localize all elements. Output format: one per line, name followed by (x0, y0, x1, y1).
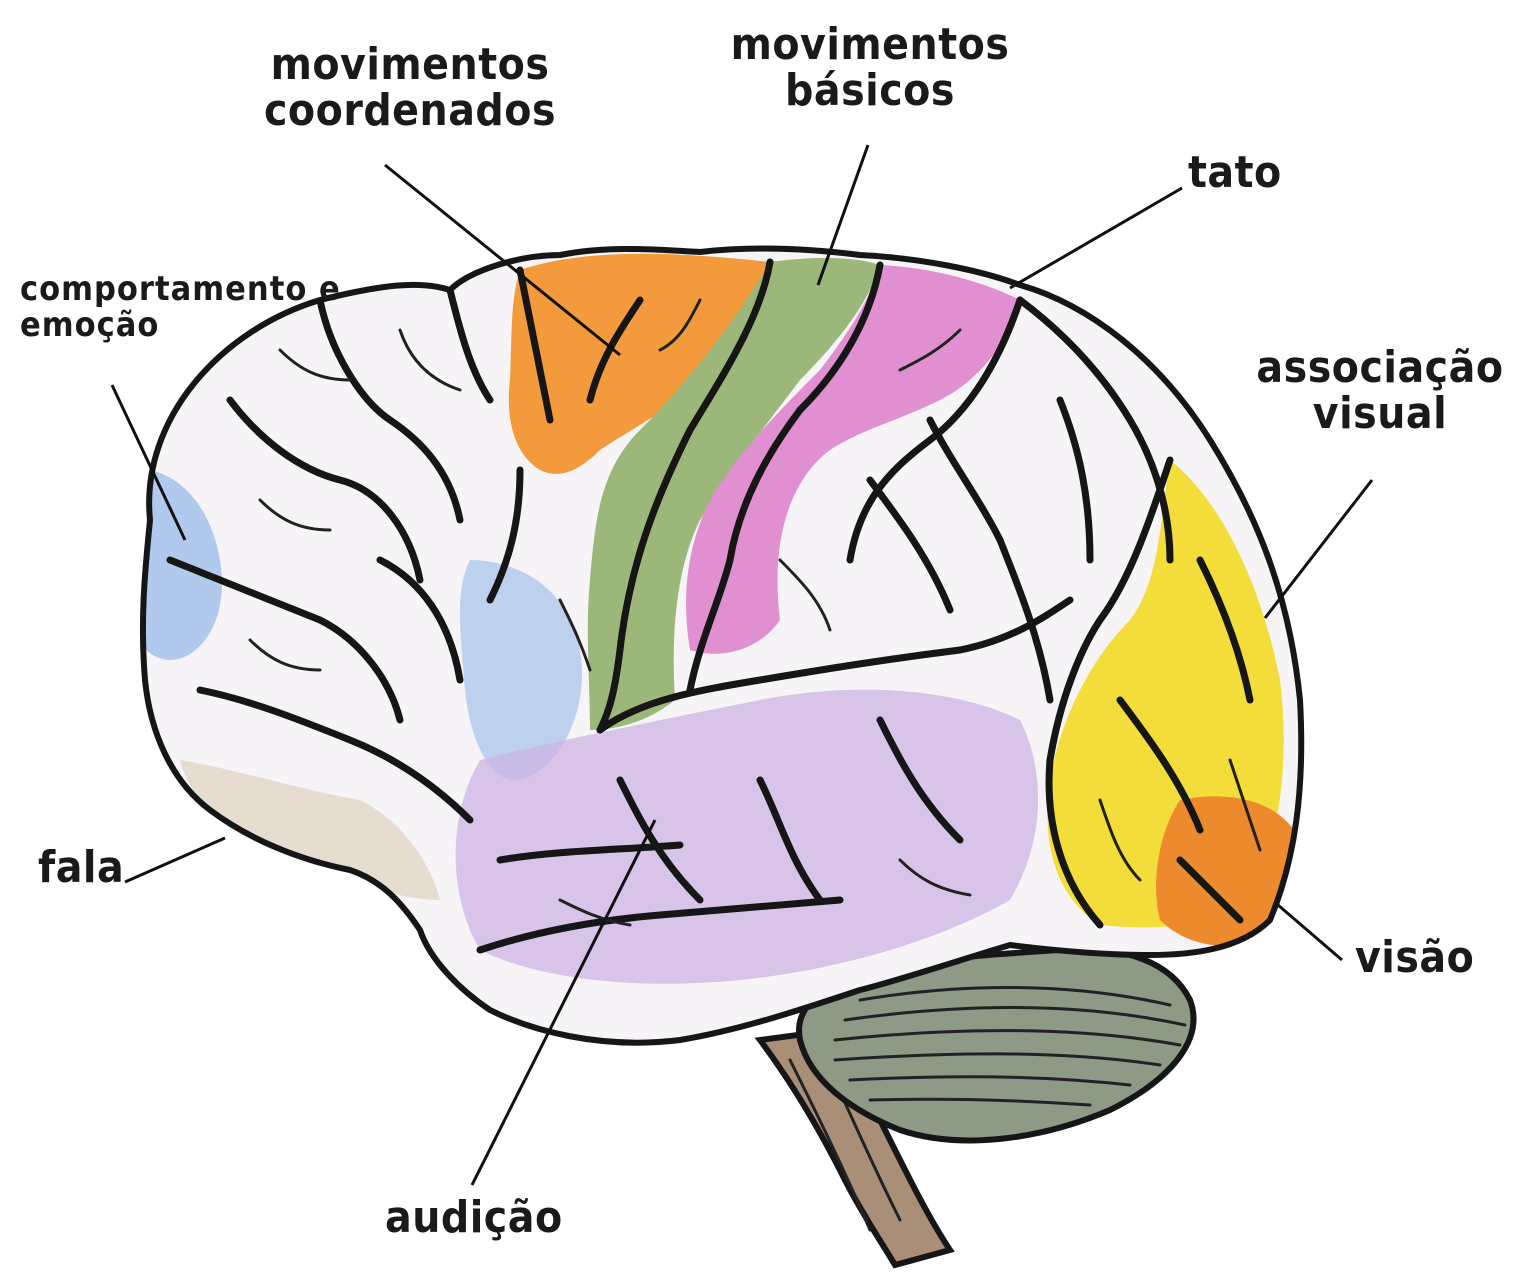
region-visao (1156, 796, 1300, 947)
label-comportamento-emocao: comportamento e emoção (20, 269, 341, 345)
cerebellum (796, 946, 1197, 1144)
label-tato: tato (1188, 147, 1282, 198)
region-movimentos-coordenados (508, 253, 770, 474)
label-fala: fala (38, 842, 125, 893)
label-movimentos-basicos: movimentos básicos (730, 19, 1010, 117)
region-tato (686, 265, 1020, 654)
leader-associacao-visual (1263, 479, 1374, 619)
leader-audicao (470, 819, 657, 1186)
region-fala (180, 760, 440, 900)
leader-comportamento-emocao (110, 384, 187, 541)
label-visao: visão (1355, 932, 1475, 983)
region-movimentos-basicos (587, 258, 880, 730)
leader-visao (1277, 903, 1343, 962)
region-audicao (455, 689, 1039, 984)
region-comportamento-emocao-2 (460, 560, 582, 781)
label-associacao-visual: associação visual (1256, 342, 1504, 440)
leader-movimentos-coordenados (384, 163, 621, 357)
label-movimentos-coordenados: movimentos coordenados (263, 39, 557, 137)
label-audicao: audição (385, 1192, 563, 1243)
leader-movimentos-basicos (816, 144, 870, 286)
leader-tato (1009, 186, 1183, 290)
leader-fala (124, 836, 226, 884)
